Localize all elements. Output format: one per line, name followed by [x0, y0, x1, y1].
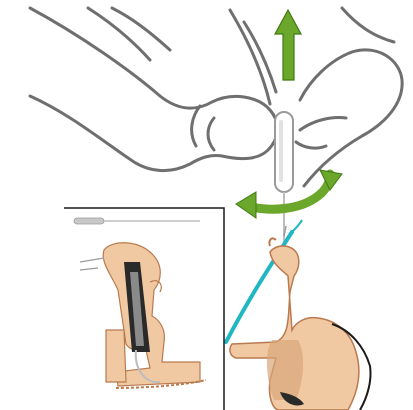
anatomy-main	[230, 226, 371, 410]
arrow-up-icon	[275, 10, 301, 80]
inset-anatomy	[80, 243, 206, 388]
inset-needle	[74, 218, 200, 224]
fingers	[30, 8, 402, 186]
needle-tube	[275, 112, 293, 192]
